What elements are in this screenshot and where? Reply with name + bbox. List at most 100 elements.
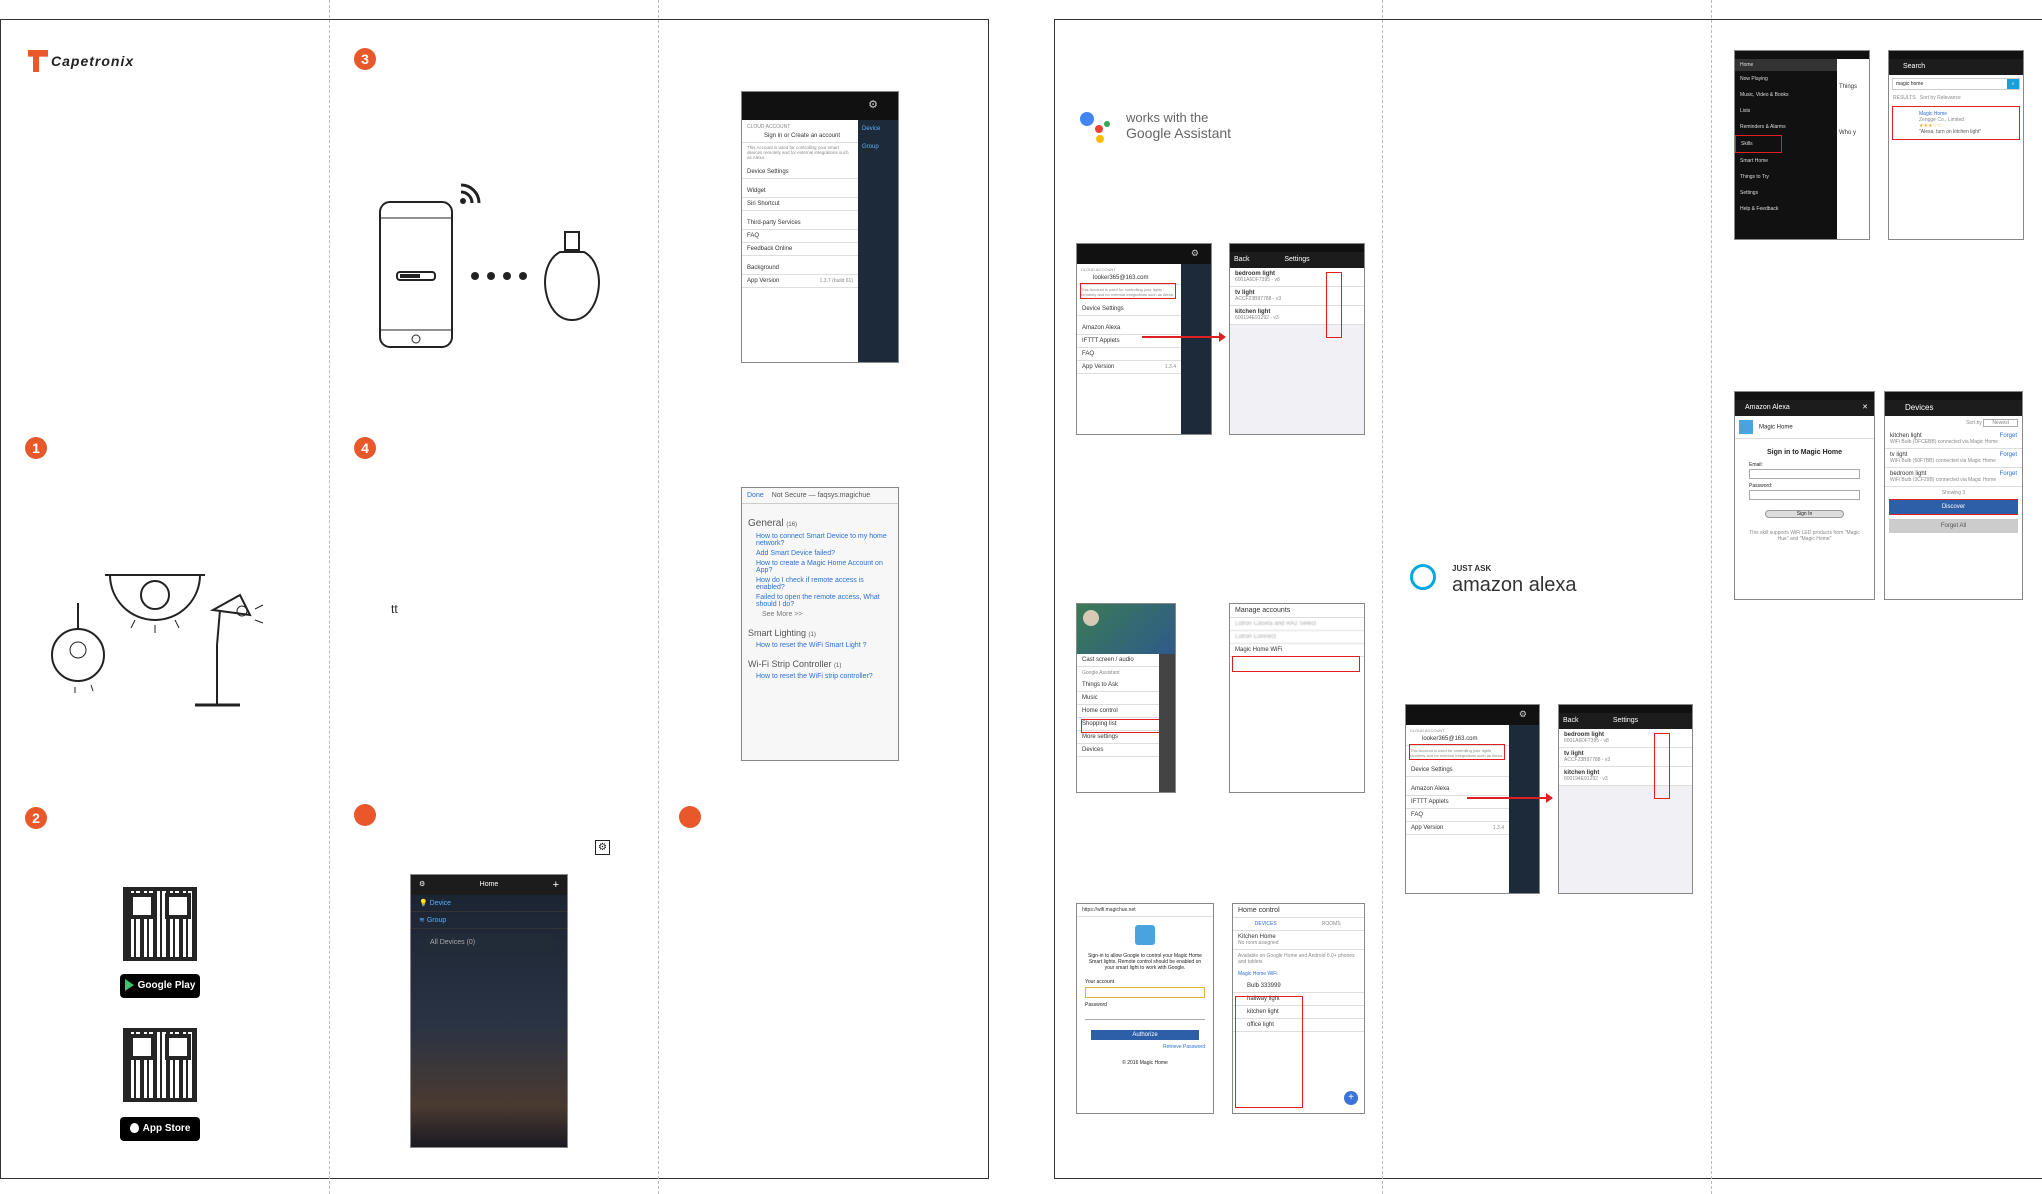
forget-link[interactable]: Forget [1999, 452, 2017, 458]
settings-item[interactable]: Widget [742, 185, 858, 198]
settings-item[interactable]: IFTTT Applets [1077, 335, 1181, 348]
search-input[interactable]: magic home⌕ [1892, 78, 2020, 90]
faq-link[interactable]: How to connect Smart Device to my home n… [756, 533, 887, 547]
menu-item[interactable]: Smart Home [1740, 158, 1769, 164]
brand-logo: Capetronix [28, 50, 134, 72]
group-section[interactable]: ≋ Group [411, 912, 567, 929]
account-input[interactable] [1085, 987, 1205, 998]
settings-item[interactable]: Device Settings [1406, 764, 1509, 777]
signin-button[interactable]: Sign In [1765, 510, 1844, 518]
tab-devices[interactable]: DEVICES [1254, 921, 1277, 927]
settings-item[interactable]: Amazon Alexa [1406, 783, 1509, 796]
settings-title: Settings [1284, 256, 1310, 263]
forget-all-button[interactable]: Forget All [1889, 519, 2018, 533]
menu-item[interactable]: Skills [1735, 135, 1782, 153]
tab-rooms[interactable]: ROOMS [1321, 921, 1341, 927]
sort-select[interactable]: Newest [1983, 419, 2018, 427]
menu-item[interactable]: Now Playing [1740, 76, 1768, 82]
password-field[interactable] [1749, 490, 1860, 500]
settings-item[interactable]: Third-party Services [742, 217, 858, 230]
close-icon[interactable]: ✕ [1862, 404, 1868, 411]
drawer-item[interactable]: Home control [1077, 705, 1175, 718]
skill-result[interactable]: Magic Home Zengge Co., Limited ★★★☆☆ "Al… [1892, 106, 2020, 140]
gear-icon[interactable]: ⚙ [419, 881, 426, 888]
menu-item[interactable]: Things to Try [1740, 174, 1769, 180]
google-play-badge[interactable]: Google Play [120, 974, 200, 998]
all-devices-row[interactable]: All Devices (0) [425, 934, 553, 951]
faq-link[interactable]: Add Smart Device failed? [756, 550, 835, 557]
app-store-qr-code [123, 1028, 197, 1102]
menu-item[interactable]: Lists [1740, 108, 1751, 114]
menu-item[interactable]: Help & Feedback [1740, 206, 1779, 212]
settings-item[interactable]: App Version 1.3.7 (build 61) [742, 275, 858, 288]
menu-home[interactable]: Home [1735, 59, 1869, 71]
brand-name: Capetronix [51, 53, 135, 69]
menu-item[interactable]: Music, Video & Books [1740, 92, 1789, 98]
faq-link[interactable]: How to create a Magic Home Account on Ap… [756, 560, 883, 574]
drawer-item[interactable]: Devices [1077, 744, 1175, 757]
back-button[interactable]: Back [1563, 717, 1579, 724]
account-email-row[interactable]: looker365@163.com [1406, 733, 1509, 746]
account-email-row[interactable]: looker365@163.com [1077, 272, 1181, 285]
forget-link[interactable]: Forget [1999, 471, 2017, 477]
drawer-item[interactable]: Shopping list [1077, 718, 1175, 731]
url-bar[interactable]: Not Secure — faqsys.magichue [771, 492, 871, 499]
settings-item[interactable]: FAQ [1077, 348, 1181, 361]
drawer-item[interactable]: Cast screen / audio [1077, 654, 1175, 667]
settings-item[interactable]: FAQ [1406, 809, 1509, 822]
email-field[interactable] [1749, 469, 1860, 479]
retrieve-password-link[interactable]: Retrieve Password [1163, 1044, 1205, 1050]
see-more-link[interactable]: See More >> [762, 611, 803, 618]
password-input[interactable] [1085, 1010, 1205, 1020]
faq-link[interactable]: Failed to open the remote access, What s… [756, 594, 880, 608]
faq-link[interactable]: How do I check if remote access is enabl… [756, 577, 864, 591]
faq-link[interactable]: How to reset the WiFi Smart Light ? [756, 642, 867, 649]
drawer-item[interactable]: Things to Ask [1077, 679, 1175, 692]
faq-link[interactable]: How to reset the WiFi strip controller? [756, 673, 873, 680]
done-button[interactable]: Done [747, 492, 764, 499]
add-fab[interactable]: + [1344, 1091, 1358, 1105]
settings-item[interactable]: FAQ [742, 230, 858, 243]
authorize-button[interactable]: Authorize [1091, 1030, 1199, 1040]
device-row[interactable]: office light [1233, 1019, 1364, 1032]
account-row[interactable]: Lutron Caseta and RA2 Select [1230, 618, 1364, 631]
search-icon[interactable]: ⌕ [2007, 79, 2019, 89]
home-screen-screenshot: ⚙ Home + 💡 Device ≋ Group All Devices (0… [410, 874, 568, 1148]
settings-item[interactable]: IFTTT Applets [1406, 796, 1509, 809]
account-note: This Account is used for controlling you… [1081, 287, 1174, 297]
settings-item[interactable]: Feedback Online [742, 243, 858, 256]
settings-item[interactable]: Device Settings [1077, 303, 1181, 316]
drawer-item[interactable]: Music [1077, 692, 1175, 705]
account-row[interactable]: Lutron Connect [1230, 631, 1364, 644]
drawer-item[interactable]: More settings [1077, 731, 1175, 744]
forget-link[interactable]: Forget [1999, 433, 2017, 439]
menu-item[interactable]: Settings [1740, 190, 1759, 196]
gear-icon: ⚙ [1190, 248, 1199, 258]
device-section[interactable]: 💡 Device [411, 895, 567, 912]
add-icon[interactable]: + [552, 879, 559, 891]
device-row[interactable]: hallway light [1233, 993, 1364, 1006]
discover-button[interactable]: Discover [1889, 499, 2018, 515]
settings-item[interactable]: Siri Shortcut [742, 198, 858, 211]
app-store-badge[interactable]: App Store [120, 1117, 200, 1141]
sign-in-row[interactable]: Sign in or Create an account [742, 130, 858, 143]
settings-item[interactable]: Amazon Alexa [1077, 322, 1181, 335]
back-button[interactable]: Back [1234, 256, 1250, 263]
settings-item[interactable]: Device Settings [742, 166, 858, 179]
device-row[interactable]: kitchen light [1233, 1006, 1364, 1019]
settings-item[interactable]: Background [742, 262, 858, 275]
device-row[interactable]: Bulb 333999 [1233, 980, 1364, 993]
menu-item[interactable]: Reminders & Alarms [1740, 124, 1786, 130]
